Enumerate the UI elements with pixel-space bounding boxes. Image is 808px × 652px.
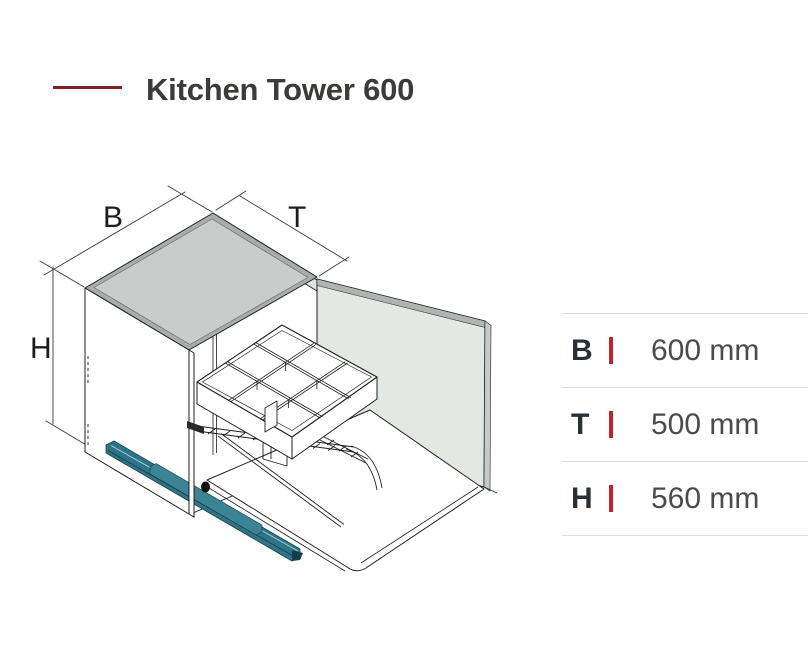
- spec-row-depth: T 500 mm: [562, 388, 808, 462]
- dimension-lines: [39, 185, 350, 454]
- platform-surface: [206, 409, 485, 572]
- slide-rail: [105, 440, 303, 562]
- title-accent-line: [53, 86, 122, 89]
- dimension-spec-table: B 600 mm T 500 mm H 560 mm: [562, 313, 808, 536]
- dim-label-height: H: [30, 332, 52, 365]
- rail-tip: [292, 550, 303, 561]
- cabinet-top-panel: [93, 218, 309, 345]
- cabinet-front-pillar: [188, 349, 195, 518]
- door-edge-thickness: [483, 320, 492, 492]
- page-title: Kitchen Tower 600: [146, 72, 415, 107]
- cabinet-isometric-diagram: B T H: [30, 185, 498, 572]
- spec-label: H: [571, 481, 593, 515]
- spec-value: 500 mm: [651, 407, 760, 441]
- pullout-platform: [203, 409, 485, 572]
- red-accent-bar: [609, 411, 613, 438]
- spec-label: T: [571, 407, 590, 441]
- red-accent-bar: [609, 485, 613, 512]
- spec-row-width: B 600 mm: [562, 314, 808, 388]
- dim-label-depth: T: [288, 201, 306, 234]
- tray-dividers: [225, 342, 352, 421]
- platform-right-flange: [345, 445, 383, 491]
- arm-clamp: [187, 421, 204, 434]
- rail-inner-segment: [149, 463, 263, 536]
- spec-row-height: H 560 mm: [562, 462, 808, 536]
- cabinet-body: [84, 212, 318, 515]
- compartment-tray: [196, 324, 378, 460]
- spec-label: B: [571, 333, 593, 367]
- spec-value: 600 mm: [651, 333, 760, 367]
- dim-label-width: B: [103, 201, 123, 234]
- fixing-bolt: [201, 481, 210, 493]
- door-corner-tick: [483, 486, 498, 494]
- tray-center-divider-tab: [264, 400, 278, 433]
- spec-value: 560 mm: [651, 481, 760, 515]
- red-accent-bar: [609, 337, 613, 364]
